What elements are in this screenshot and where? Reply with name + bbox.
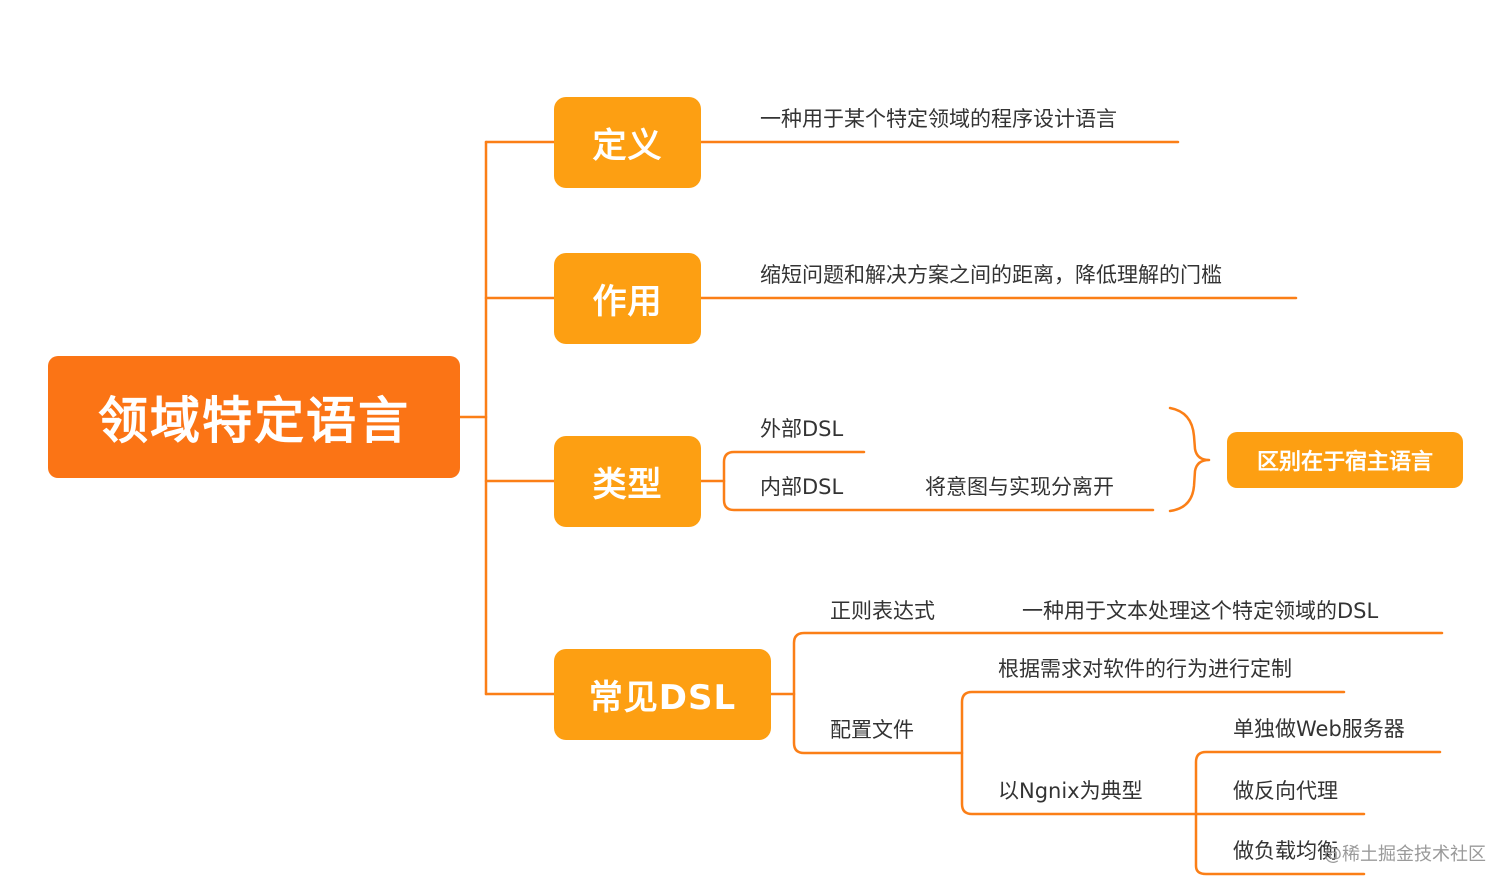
external-dsl-label[interactable]: 外部DSL — [760, 417, 844, 441]
summary-box[interactable]: 区别在于宿主语言 — [1227, 432, 1463, 488]
definition-text[interactable]: 一种用于某个特定领域的程序设计语言 — [760, 107, 1117, 131]
types-bracket — [722, 450, 1155, 512]
branch-purpose-label: 作用 — [592, 282, 663, 322]
nginx-bracket — [1194, 750, 1442, 876]
config-file-label[interactable]: 配置文件 — [830, 718, 914, 742]
watermark: @稀土掘金技术社区 — [1324, 844, 1486, 865]
regex-label[interactable]: 正则表达式 — [830, 599, 935, 623]
nginx-item-load-balance[interactable]: 做负载均衡 — [1233, 839, 1338, 863]
internal-dsl-label[interactable]: 内部DSL — [760, 475, 844, 499]
nginx-item-web-server[interactable]: 单独做Web服务器 — [1233, 717, 1405, 741]
nginx-label[interactable]: 以Ngnix为典型 — [998, 779, 1143, 803]
branch-common-label: 常见DSL — [588, 678, 737, 718]
regex-text[interactable]: 一种用于文本处理这个特定领域的DSL — [1022, 599, 1379, 623]
purpose-text[interactable]: 缩短问题和解决方案之间的距离，降低理解的门槛 — [760, 263, 1222, 287]
summary-label: 区别在于宿主语言 — [1256, 450, 1433, 475]
branch-definition-label: 定义 — [592, 126, 663, 166]
internal-dsl-note[interactable]: 将意图与实现分离开 — [925, 475, 1114, 499]
branch-types[interactable]: 类型 — [554, 436, 701, 527]
summary-brace — [1168, 406, 1211, 513]
common-bracket — [792, 631, 1444, 755]
nginx-item-reverse-proxy[interactable]: 做反向代理 — [1233, 779, 1338, 803]
branch-types-label: 类型 — [592, 465, 663, 505]
config-custom-text[interactable]: 根据需求对软件的行为进行定制 — [998, 657, 1292, 681]
config-bracket — [960, 690, 1346, 816]
branch-definition[interactable]: 定义 — [554, 97, 701, 188]
branch-common-dsl[interactable]: 常见DSL — [554, 649, 771, 740]
branch-purpose[interactable]: 作用 — [554, 253, 701, 344]
root-node[interactable]: 领域特定语言 — [48, 356, 460, 478]
root-label: 领域特定语言 — [98, 392, 410, 450]
